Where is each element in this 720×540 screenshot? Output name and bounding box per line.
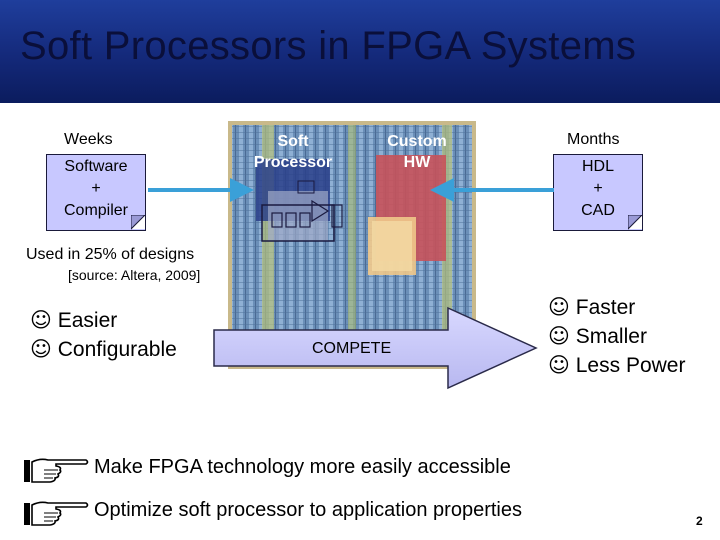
smiley-icon: ☺ (30, 308, 52, 332)
usage-source: [source: Altera, 2009] (64, 267, 205, 283)
benefit-smaller-text: Smaller (575, 325, 647, 348)
note-line-cad: CAD (581, 202, 615, 219)
benefit-less-power-text: Less Power (575, 354, 686, 377)
weeks-label: Weeks (64, 131, 113, 148)
smiley-icon: ☺ (548, 324, 570, 348)
benefit-easier: ☺ Easier (30, 306, 177, 335)
custom-label-line1: Custom (387, 133, 447, 150)
software-compiler-note: Software + Compiler (46, 154, 146, 231)
note-line-plus: + (91, 180, 101, 197)
usage-statement: Used in 25% of designs (26, 246, 195, 263)
left-benefits-list: ☺ Easier ☺ Configurable (30, 306, 177, 364)
benefit-smaller: ☺ Smaller (548, 322, 685, 351)
soft-label-line2: Processor (253, 154, 333, 171)
benefit-easier-text: Easier (57, 309, 118, 332)
note-line-software: Software (64, 158, 128, 175)
soft-processor-label: Soft Processor (246, 131, 340, 173)
smiley-icon: ☺ (548, 295, 570, 319)
smiley-icon: ☺ (548, 353, 570, 377)
note-line-compiler: Compiler (63, 202, 128, 219)
arrow-software-to-soft-processor (148, 178, 254, 202)
months-label: Months (567, 131, 620, 148)
benefit-less-power: ☺ Less Power (548, 351, 685, 380)
note-fold-corner-right (628, 215, 643, 230)
bullet-text-1: Make FPGA technology more easily accessi… (94, 456, 511, 478)
compete-arrow (213, 306, 538, 390)
right-benefits-list: ☺ Faster ☺ Smaller ☺ Less Power (548, 293, 685, 380)
note-line-hdl: HDL (581, 158, 614, 175)
pointing-hand-icon (24, 458, 89, 483)
custom-hw-label: Custom HW (372, 131, 462, 173)
arrow-hdl-to-custom-hw (430, 178, 554, 202)
benefit-configurable: ☺ Configurable (30, 335, 177, 364)
title-bar (0, 0, 720, 103)
page-number: 2 (696, 514, 703, 528)
smiley-icon: ☺ (30, 337, 52, 361)
custom-label-line2: HW (403, 154, 431, 171)
soft-label-line1: Soft (277, 133, 309, 150)
benefit-configurable-text: Configurable (57, 338, 177, 361)
note-fold-corner-left (131, 215, 146, 230)
slide-title: Soft Processors in FPGA Systems (20, 24, 637, 68)
benefit-faster: ☺ Faster (548, 293, 685, 322)
bullet-text-2: Optimize soft processor to application p… (94, 499, 522, 521)
fpga-die-image (228, 121, 476, 369)
benefit-faster-text: Faster (575, 296, 636, 319)
pointing-hand-icon (24, 501, 89, 526)
compete-label: COMPETE (312, 340, 392, 357)
note-line-plus-right: + (593, 180, 603, 197)
